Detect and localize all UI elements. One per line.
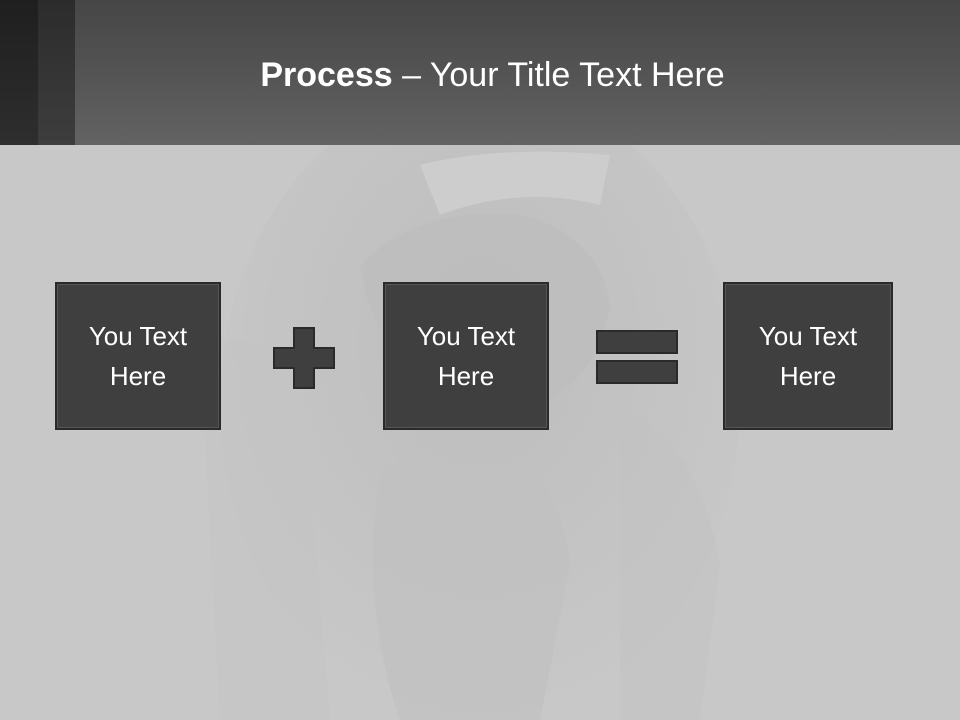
title-bold-text: Process — [260, 56, 393, 94]
header-accent-strip — [38, 0, 75, 145]
process-box-3: You Text Here — [723, 282, 893, 430]
title-rest-text: – Your Title Text Here — [392, 56, 725, 94]
equals-icon — [596, 330, 678, 389]
process-box-line: Here — [779, 361, 837, 391]
process-box-text: You Text Here — [396, 316, 536, 396]
process-box-line: You Text — [416, 321, 516, 351]
process-box-text: You Text Here — [738, 316, 878, 396]
process-box-line: You Text — [758, 321, 858, 351]
process-box-1: You Text Here — [55, 282, 221, 430]
title-bar: Process – Your Title Text Here — [0, 0, 960, 145]
slide-title: Process – Your Title Text Here — [75, 52, 910, 98]
background-photo — [0, 145, 960, 720]
process-box-line: Here — [437, 361, 495, 391]
process-box-2: You Text Here — [383, 282, 549, 430]
process-box-text: You Text Here — [68, 316, 208, 396]
process-box-line: You Text — [88, 321, 188, 351]
plus-icon — [272, 326, 336, 395]
header-accent-strip — [0, 0, 38, 145]
process-box-line: Here — [109, 361, 167, 391]
